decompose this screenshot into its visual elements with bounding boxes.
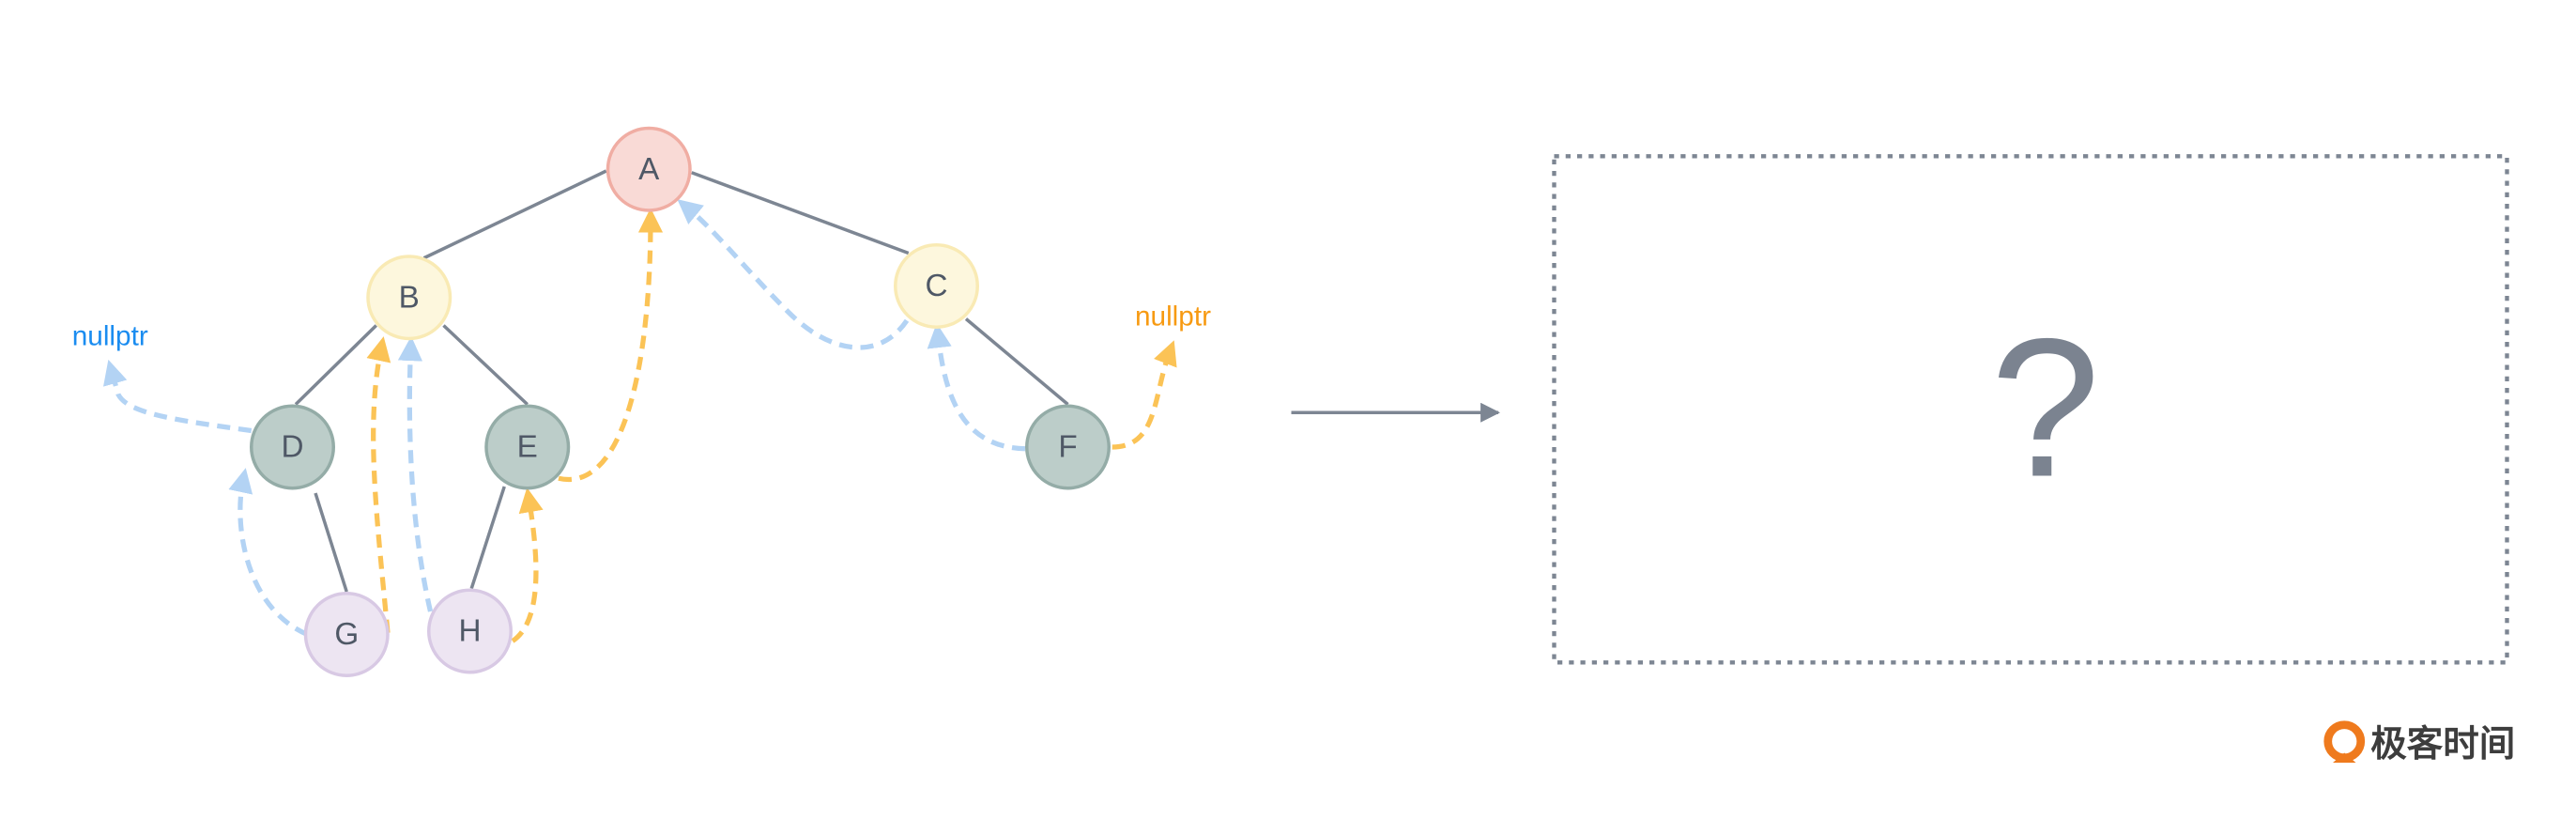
tree-node-a: A [606,126,692,212]
thread-h-b [397,335,434,612]
node-label: B [399,280,420,315]
null-label-right: nullptr [1135,302,1211,332]
tree-node-g: G [303,592,390,677]
null-label-left: nullptr [72,321,148,352]
edge-b-d [294,324,377,406]
thread-links [102,199,1177,643]
edge-c-f [964,317,1069,406]
brand-name: 极客时间 [2370,723,2515,765]
edge-e-h [469,486,506,590]
thread-f-c [927,322,1026,452]
node-circle [894,243,979,329]
thread-d-null [102,359,253,434]
tree-edges [294,169,1069,593]
tree-node-f: F [1025,404,1111,490]
node-circle [1025,404,1111,490]
thread-c-a [677,199,910,350]
node-circle [606,126,692,212]
edge-d-g [314,492,348,593]
thread-g-b [366,336,391,633]
node-label: F [1058,430,1077,465]
brand-logo: 极客时间 [2323,720,2515,765]
node-circle [484,404,571,490]
question-mark: ? [1990,298,2100,518]
thread-h-e [511,487,544,643]
node-label: G [334,617,359,652]
edge-b-e [442,324,529,406]
tree-node-d: D [250,404,335,490]
thread-e-a [558,208,664,483]
node-label: D [281,430,303,465]
node-label: A [638,152,660,187]
tree-node-b: B [366,255,452,341]
node-label: C [925,269,947,303]
thread-f-null [1112,340,1177,450]
result-box [1552,154,2509,665]
tree-nodes: A B C D E F G H [250,126,1111,677]
tree-node-e: E [484,404,571,490]
node-circle [303,592,390,677]
edge-a-b [422,169,607,260]
node-circle [427,588,513,674]
tree-node-h: H [427,588,513,674]
tree-node-c: C [894,243,979,329]
edge-a-c [691,171,910,255]
node-label: H [458,614,481,649]
node-circle [250,404,335,490]
node-circle [366,255,452,341]
node-label: E [517,430,538,465]
thread-g-d [228,468,309,637]
